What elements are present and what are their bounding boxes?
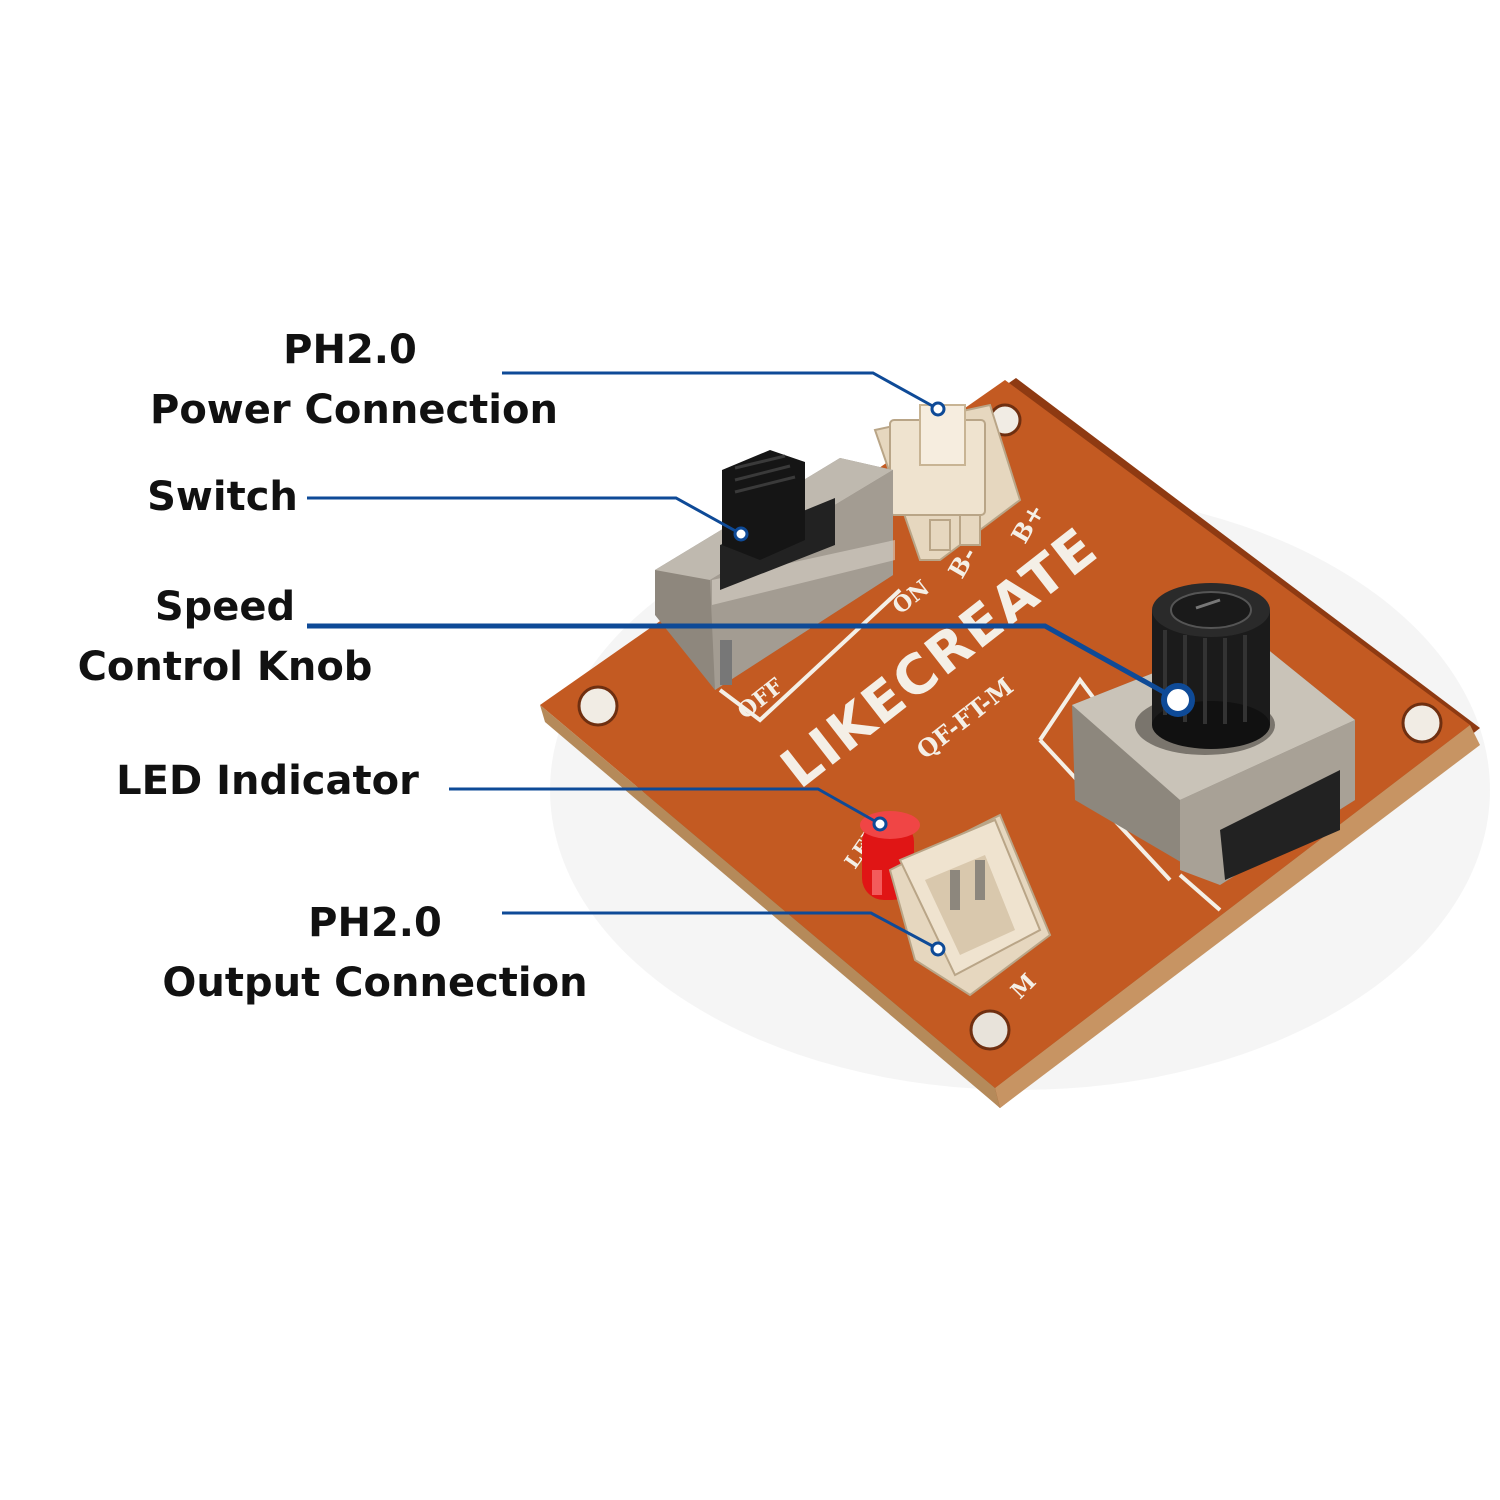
callout-line-switch — [307, 496, 742, 536]
switch-label: Switch — [140, 467, 305, 527]
callout-dot-output — [930, 941, 946, 957]
slide-switch-icon — [655, 450, 895, 690]
power-connection-line1: PH2.0 — [283, 327, 417, 373]
speed-control-line1: Speed — [154, 584, 296, 630]
callout-line-output — [502, 911, 939, 951]
potentiometer-knob-icon — [1072, 583, 1355, 885]
callout-dot-led — [872, 816, 888, 832]
power-connector-icon — [873, 403, 1022, 561]
callout-dot-power — [930, 401, 946, 417]
callout-dot-speed — [1161, 683, 1195, 717]
output-connection-label: PH2.0 Output Connection — [160, 893, 590, 1013]
output-connector-icon — [888, 813, 1052, 997]
callout-line-led — [449, 787, 881, 826]
callout-lines — [307, 371, 1180, 951]
output-connection-line1: PH2.0 — [308, 900, 442, 946]
callout-line-power — [502, 371, 939, 411]
callout-dot-switch — [733, 526, 749, 542]
output-connection-line2: Output Connection — [162, 960, 588, 1006]
power-connection-label: PH2.0 Power Connection — [150, 320, 558, 440]
led-indicator-line1: LED Indicator — [116, 758, 419, 804]
speed-control-label: Speed Control Knob — [70, 577, 380, 697]
led-indicator-label: LED Indicator — [110, 751, 425, 811]
power-connection-line2: Power Connection — [150, 387, 558, 433]
callout-dots — [733, 401, 1195, 957]
callout-line-speed — [307, 623, 1180, 703]
speed-control-line2: Control Knob — [77, 644, 373, 690]
switch-line1: Switch — [147, 474, 298, 520]
